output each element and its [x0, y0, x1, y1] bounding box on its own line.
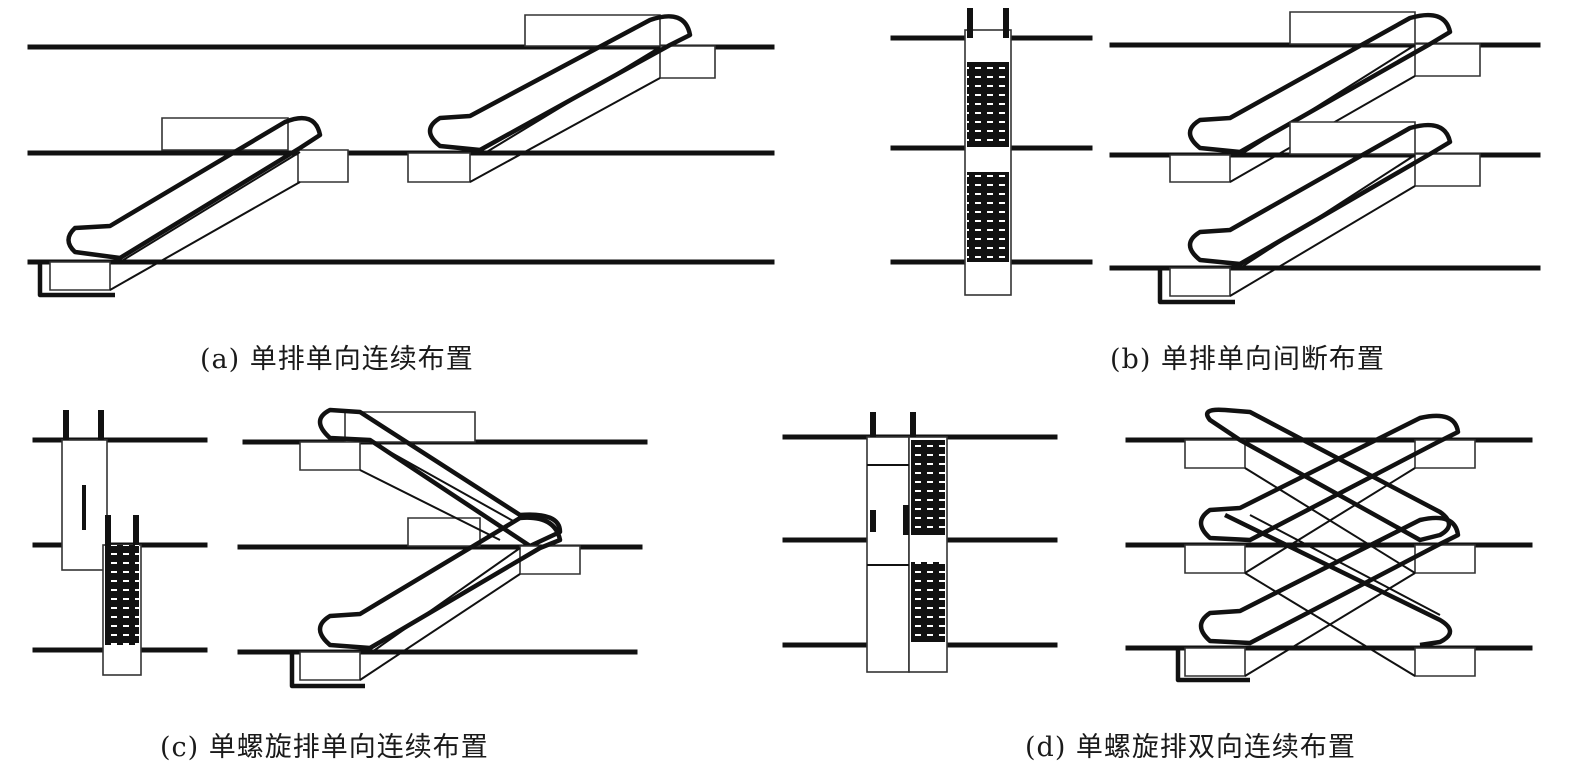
section-view — [32, 410, 208, 676]
panel-d-caption: (d) 单螺旋排双向连续布置 — [1025, 732, 1356, 763]
escalator — [299, 407, 563, 549]
side-view — [1125, 407, 1533, 683]
section-view — [782, 412, 1058, 673]
side-view — [1109, 11, 1541, 305]
panel-c-diagram — [32, 407, 648, 689]
escalator — [1224, 512, 1453, 677]
panel-a-caption: (a) 单排单向连续布置 — [200, 344, 474, 375]
escalator — [1157, 121, 1481, 305]
escalator — [407, 14, 716, 183]
escalator — [289, 515, 581, 689]
panel-d-diagram — [782, 407, 1533, 683]
section-view — [890, 8, 1093, 296]
stair-steps — [105, 545, 139, 645]
escalator-shaft — [866, 436, 910, 673]
escalator — [1204, 407, 1452, 574]
panel-b-caption: (b) 单排单向间断布置 — [1110, 344, 1385, 375]
side-view — [237, 407, 648, 689]
stair-steps — [911, 440, 945, 535]
panel-b-diagram — [890, 8, 1541, 305]
stair-steps — [967, 62, 1009, 147]
panel-c-caption: (c) 单螺旋排单向连续布置 — [160, 732, 489, 763]
stair-steps — [911, 562, 945, 642]
escalator — [37, 115, 349, 298]
panel-a-diagram — [27, 14, 775, 298]
stair-steps — [967, 172, 1009, 262]
